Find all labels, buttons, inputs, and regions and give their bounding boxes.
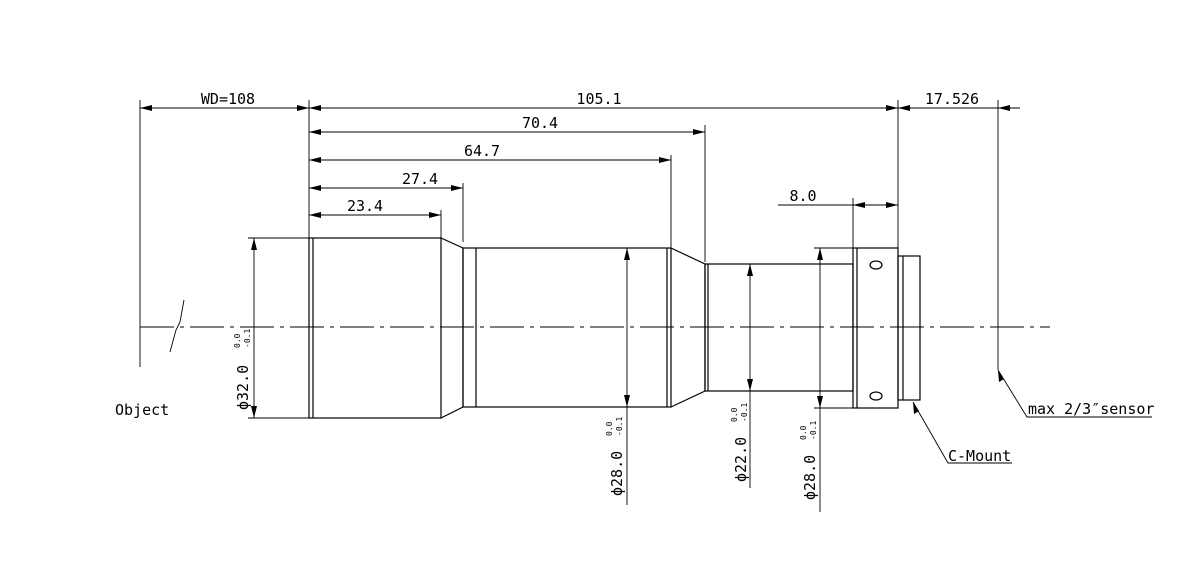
arrow-23-4-right — [429, 212, 441, 218]
mount-screw-bottom — [869, 391, 883, 401]
arrow-8-0-right — [886, 202, 898, 208]
dia28-label: ϕ28.0 — [608, 451, 626, 496]
dia32-tol-lower: -0.1 — [243, 329, 252, 348]
axis-break-symbol — [169, 299, 185, 353]
mount-body — [852, 247, 899, 409]
dia28-tol-lower: -0.1 — [615, 417, 624, 436]
dia28-arrow-bottom — [624, 395, 630, 407]
dia28m-arrow-top — [817, 248, 823, 260]
arrow-27-4-left — [309, 185, 321, 191]
arrow-70-4-left — [309, 129, 321, 135]
dia28m-tol-upper: 0.0 — [799, 425, 808, 440]
total-arrow-right — [886, 105, 898, 111]
middle-barrel — [462, 247, 672, 408]
object-label: Object — [115, 401, 169, 419]
arrow-64-7-left — [309, 157, 321, 163]
dia28m-label: ϕ28.0 — [801, 455, 819, 500]
c-mount-label: C-Mount — [948, 447, 1011, 465]
c-mount-thread — [897, 255, 921, 401]
sensor-label: max 2/3″sensor — [1028, 400, 1154, 418]
dim-70-4-label: 70.4 — [522, 114, 558, 132]
total-length-label: 105.1 — [576, 90, 621, 108]
dia22-arrow-top — [747, 264, 753, 276]
dia28m-tol-lower: -0.1 — [809, 421, 818, 440]
dia32-arrow-bottom — [251, 406, 257, 418]
arrow-8-0-left — [853, 202, 865, 208]
dia32-tol-upper: 0.0 — [233, 333, 242, 348]
front-barrel — [308, 237, 442, 419]
front-taper — [440, 237, 464, 419]
dia32-arrow-top — [251, 238, 257, 250]
dia28-tol-upper: 0.0 — [605, 421, 614, 436]
dia32-label: ϕ32.0 — [234, 365, 252, 410]
sensor-leader-arrow — [998, 370, 1004, 382]
arrow-27-4-right — [451, 185, 463, 191]
wd-label: WD=108 — [201, 90, 255, 108]
dia22-label: ϕ22.0 — [732, 437, 750, 482]
arrow-64-7-right — [659, 157, 671, 163]
arrow-23-4-left — [309, 212, 321, 218]
wd-arrow-right — [297, 105, 309, 111]
bf-arrow-right — [998, 105, 1010, 111]
dia28-arrow-top — [624, 248, 630, 260]
mount-screw-top — [869, 260, 883, 270]
total-arrow-left — [309, 105, 321, 111]
dim-27-4-label: 27.4 — [402, 170, 438, 188]
dia22-tol-upper: 0.0 — [730, 407, 739, 422]
dim-23-4-label: 23.4 — [347, 197, 383, 215]
back-focal-label: 17.526 — [925, 90, 979, 108]
dia22-tol-lower: -0.1 — [740, 403, 749, 422]
c-mount-leader-arrow — [913, 402, 919, 414]
c-mount-leader — [912, 401, 1012, 464]
sensor-leader — [997, 369, 1152, 418]
bf-arrow-left — [898, 105, 910, 111]
dia22-arrow-bottom — [747, 379, 753, 391]
dim-8-0-label: 8.0 — [789, 187, 816, 205]
arrow-70-4-right — [693, 129, 705, 135]
dia28m-arrow-bottom — [817, 396, 823, 408]
dim-64-7-label: 64.7 — [464, 142, 500, 160]
wd-arrow-left — [140, 105, 152, 111]
